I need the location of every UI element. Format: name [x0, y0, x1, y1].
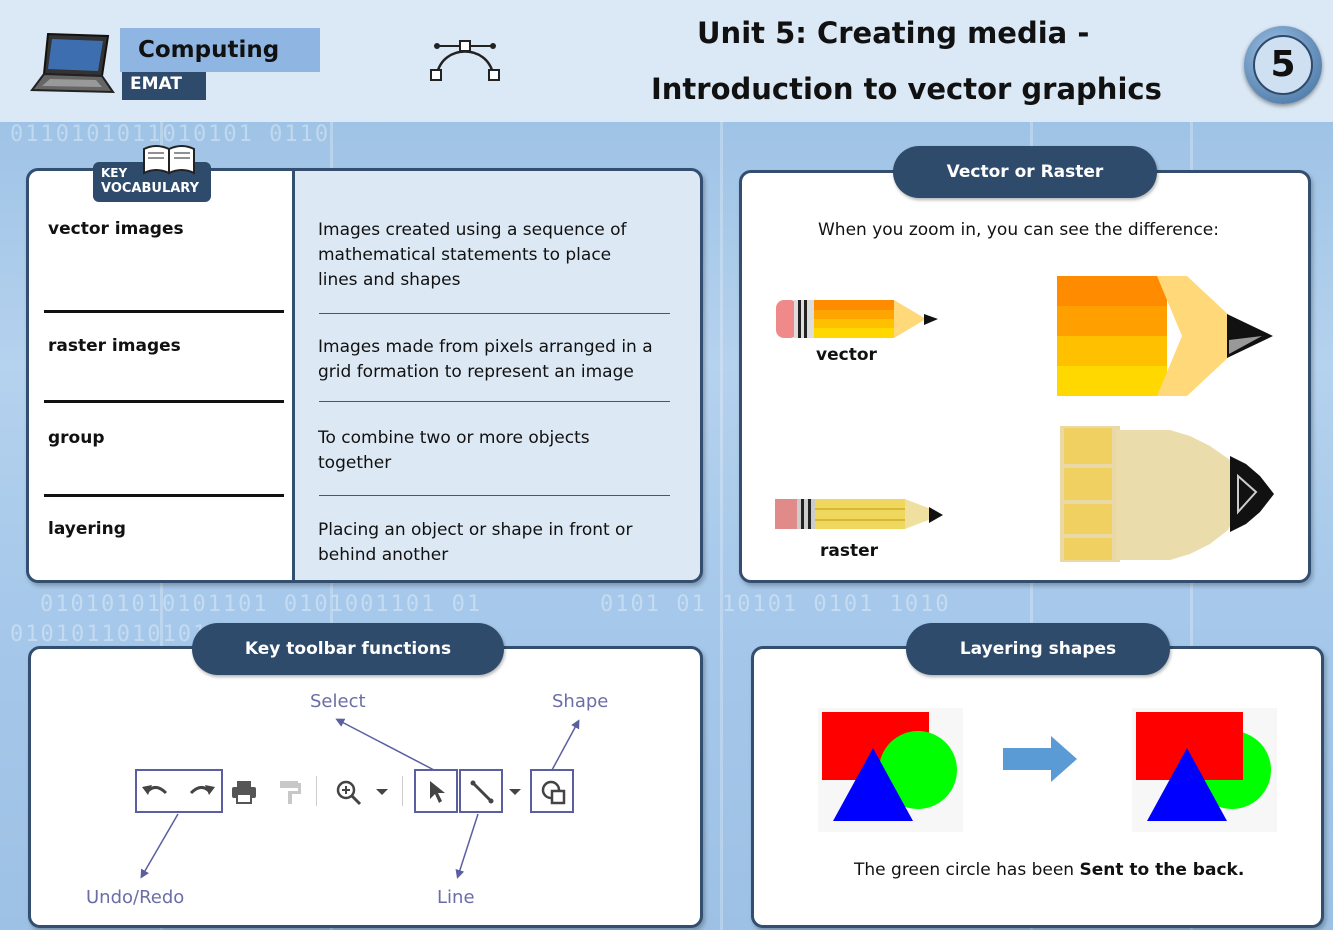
zoom-caption: When you zoom in, you can see the differ… — [818, 220, 1219, 240]
vocab-definition: Images created using a sequence of mathe… — [318, 220, 627, 290]
unit-badge: 5 — [1244, 26, 1322, 104]
dropdown-icon[interactable] — [507, 786, 523, 798]
vector-label: vector — [816, 345, 877, 365]
subject-label: Computing — [138, 37, 280, 63]
annotation-arrows — [140, 718, 580, 879]
vocab-divider — [319, 313, 670, 314]
school-banner — [122, 72, 206, 100]
vocab-definition: Placing an object or shape in front or b… — [318, 520, 633, 565]
laptop-icon — [30, 32, 115, 94]
vocab-badge-line2: VOCABULARY — [101, 181, 200, 196]
redo-icon[interactable] — [185, 779, 217, 805]
raster-label: raster — [820, 541, 879, 561]
vocab-term: vector images — [48, 219, 184, 239]
vocab-divider — [44, 310, 284, 313]
dropdown-icon[interactable] — [374, 786, 390, 798]
paint-format-icon[interactable] — [278, 779, 302, 805]
vocab-divider — [44, 400, 284, 403]
line-annotation: Line — [437, 887, 475, 908]
undo-icon[interactable] — [140, 779, 172, 805]
bezier-curve-icon — [430, 40, 500, 81]
page-header: Computing EMAT Unit 5: Creating media - … — [0, 0, 1333, 123]
toolbar-title: Key toolbar functions — [192, 623, 504, 675]
shape-icon — [541, 780, 566, 805]
line-icon — [470, 780, 494, 804]
undo-redo-annotation: Undo/Redo — [86, 887, 185, 908]
vocab-term-column — [29, 171, 295, 580]
raster-pencil-small — [775, 499, 943, 529]
vocab-divider — [319, 401, 670, 402]
shape-tool-button[interactable] — [530, 769, 574, 813]
vector-pencil-small — [776, 300, 938, 338]
line-tool-button[interactable] — [459, 769, 503, 813]
vocab-badge-line1: KEY — [101, 166, 128, 180]
toolbar-separator — [316, 776, 317, 806]
vector-raster-title: Vector or Raster — [893, 146, 1157, 198]
shape-annotation: Shape — [552, 691, 609, 712]
vector-pencil-zoomed — [1057, 276, 1273, 396]
layering-caption-bold: Sent to the back. — [1079, 860, 1245, 880]
book-icon — [143, 145, 195, 175]
layering-after-image — [1132, 708, 1277, 832]
vocab-divider — [44, 494, 284, 497]
vocab-definition: To combine two or more objects together — [318, 428, 590, 473]
layering-before-image — [818, 708, 963, 832]
subject-banner — [120, 28, 320, 72]
layering-caption: The green circle has been Sent to the ba… — [854, 860, 1244, 880]
print-icon[interactable] — [230, 779, 258, 805]
select-icon — [430, 781, 445, 803]
select-annotation: Select — [310, 691, 366, 712]
vocab-term: layering — [48, 519, 126, 539]
zoom-icon[interactable] — [335, 779, 363, 807]
vocab-term: raster images — [48, 336, 181, 356]
toolbar-separator — [402, 776, 403, 806]
unit-number: 5 — [1253, 35, 1313, 95]
raster-pencil-zoomed — [1060, 426, 1274, 562]
right-arrow-icon — [1003, 736, 1077, 782]
school-label: EMAT — [130, 74, 182, 94]
layering-caption-prefix: The green circle has been — [854, 860, 1080, 880]
layering-title: Layering shapes — [906, 623, 1170, 675]
vocab-divider — [319, 495, 670, 496]
vocab-term: group — [48, 428, 105, 448]
page-title-line2: Introduction to vector graphics — [651, 72, 1162, 106]
page-title-line1: Unit 5: Creating media - — [697, 16, 1090, 50]
select-tool-button[interactable] — [414, 769, 458, 813]
vocab-definition: Images made from pixels arranged in a gr… — [318, 337, 653, 382]
